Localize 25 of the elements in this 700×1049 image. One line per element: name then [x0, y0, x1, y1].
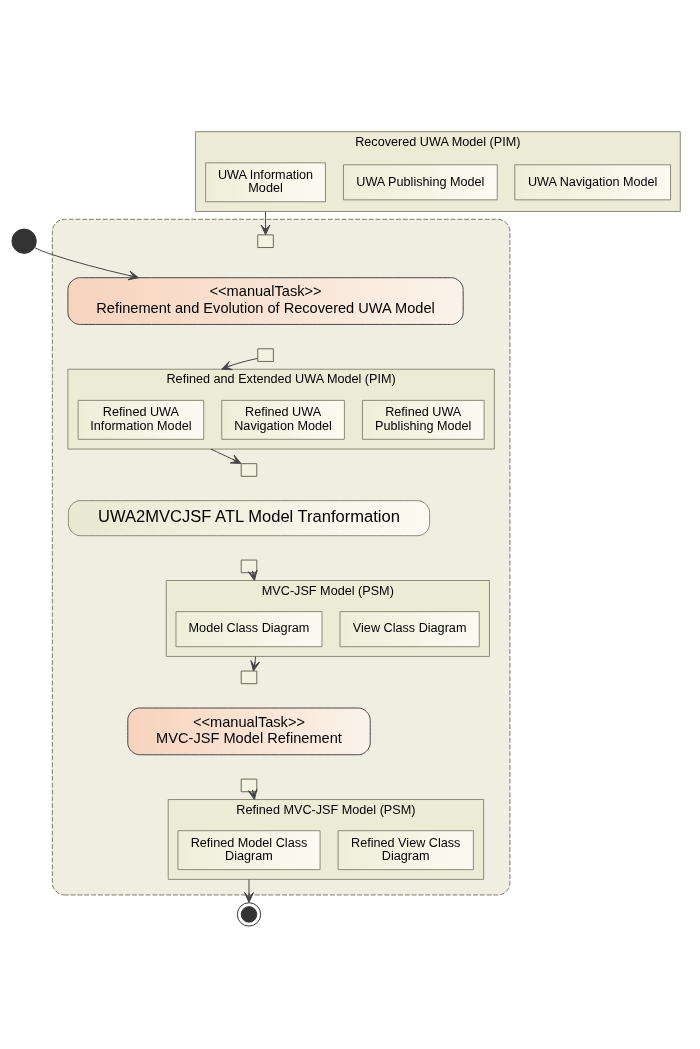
node-box: Refined View Class Diagram — [337, 829, 474, 870]
node-box: <<manualTask>> MVC-JSF Model Refinement — [127, 707, 371, 755]
arrow — [244, 878, 254, 903]
node-box — [257, 233, 274, 248]
arrow — [210, 448, 242, 464]
node-box: Refined UWA Navigation Model — [221, 399, 345, 440]
node-box — [240, 670, 258, 684]
node-box: Refined UWA Information Model — [77, 399, 205, 440]
arrow — [221, 357, 259, 370]
node-box — [240, 462, 258, 477]
node-bullseye — [236, 901, 262, 927]
node-circle — [11, 228, 37, 254]
node-box: UWA Information Model — [205, 161, 326, 202]
node-box: Refined UWA Publishing Model — [361, 399, 485, 440]
arrow — [34, 246, 140, 280]
node-box: Refined Model Class Diagram — [177, 829, 321, 870]
node-box: UWA Navigation Model — [514, 163, 672, 200]
arrow — [260, 210, 271, 235]
node-box: Model Class Diagram — [175, 610, 323, 647]
node-box: UWA Publishing Model — [342, 163, 498, 200]
arrow — [250, 655, 260, 671]
node-box: <<manualTask>> Refinement and Evolution of Recovered UWA Model — [67, 276, 464, 325]
node-box: View Class Diagram — [339, 610, 480, 647]
node-box: UWA2MVCJSF ATL Model Tranformation — [67, 499, 431, 536]
node-box — [257, 347, 274, 362]
